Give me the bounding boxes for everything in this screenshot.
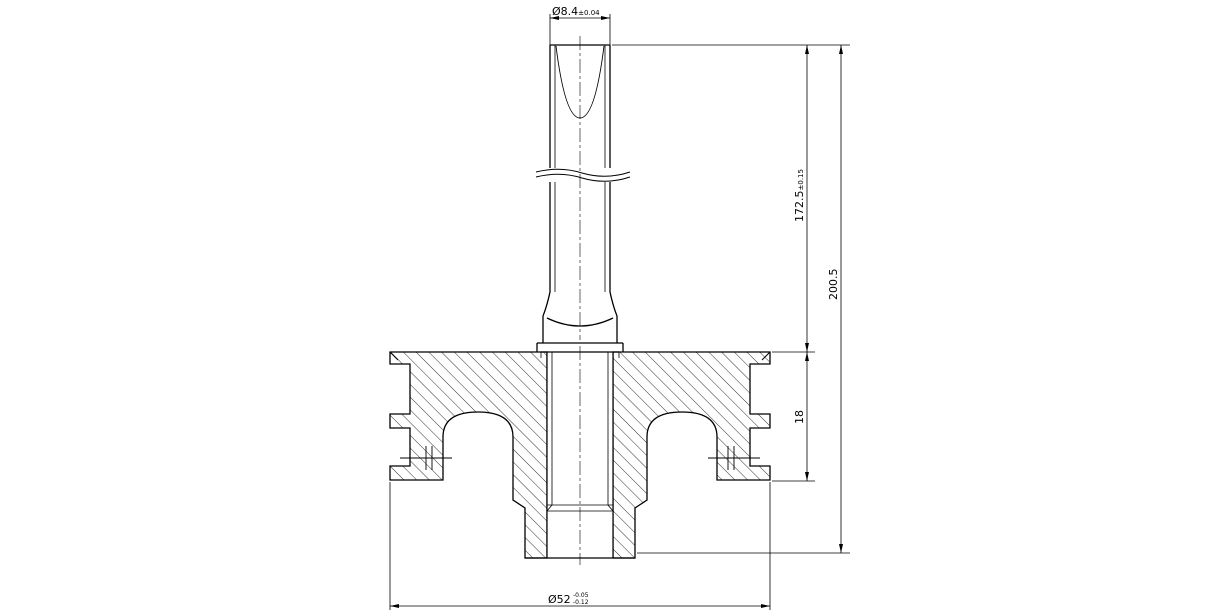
left-section [389, 351, 548, 559]
flange-height-label: 18 [793, 410, 806, 424]
dimension-lines [389, 14, 850, 610]
shaft-diameter-label: Ø8.4±0.04 [552, 5, 600, 18]
shaft-length-label: 172.5±0.15 [793, 169, 806, 222]
dimension-texts: Ø8.4±0.04 172.5±0.15 200.5 18 Ø52 -0.05 … [548, 5, 840, 606]
flange-diameter-tol-upper: -0.05 [573, 592, 589, 599]
flange-diameter-label: Ø52 [548, 593, 571, 606]
shaft [535, 36, 631, 352]
dimension-arrows [390, 16, 843, 608]
flange-section [389, 346, 771, 565]
right-section [612, 351, 771, 559]
flange-diameter-tol-lower: -0.12 [573, 599, 589, 606]
total-height-label: 200.5 [827, 269, 840, 301]
